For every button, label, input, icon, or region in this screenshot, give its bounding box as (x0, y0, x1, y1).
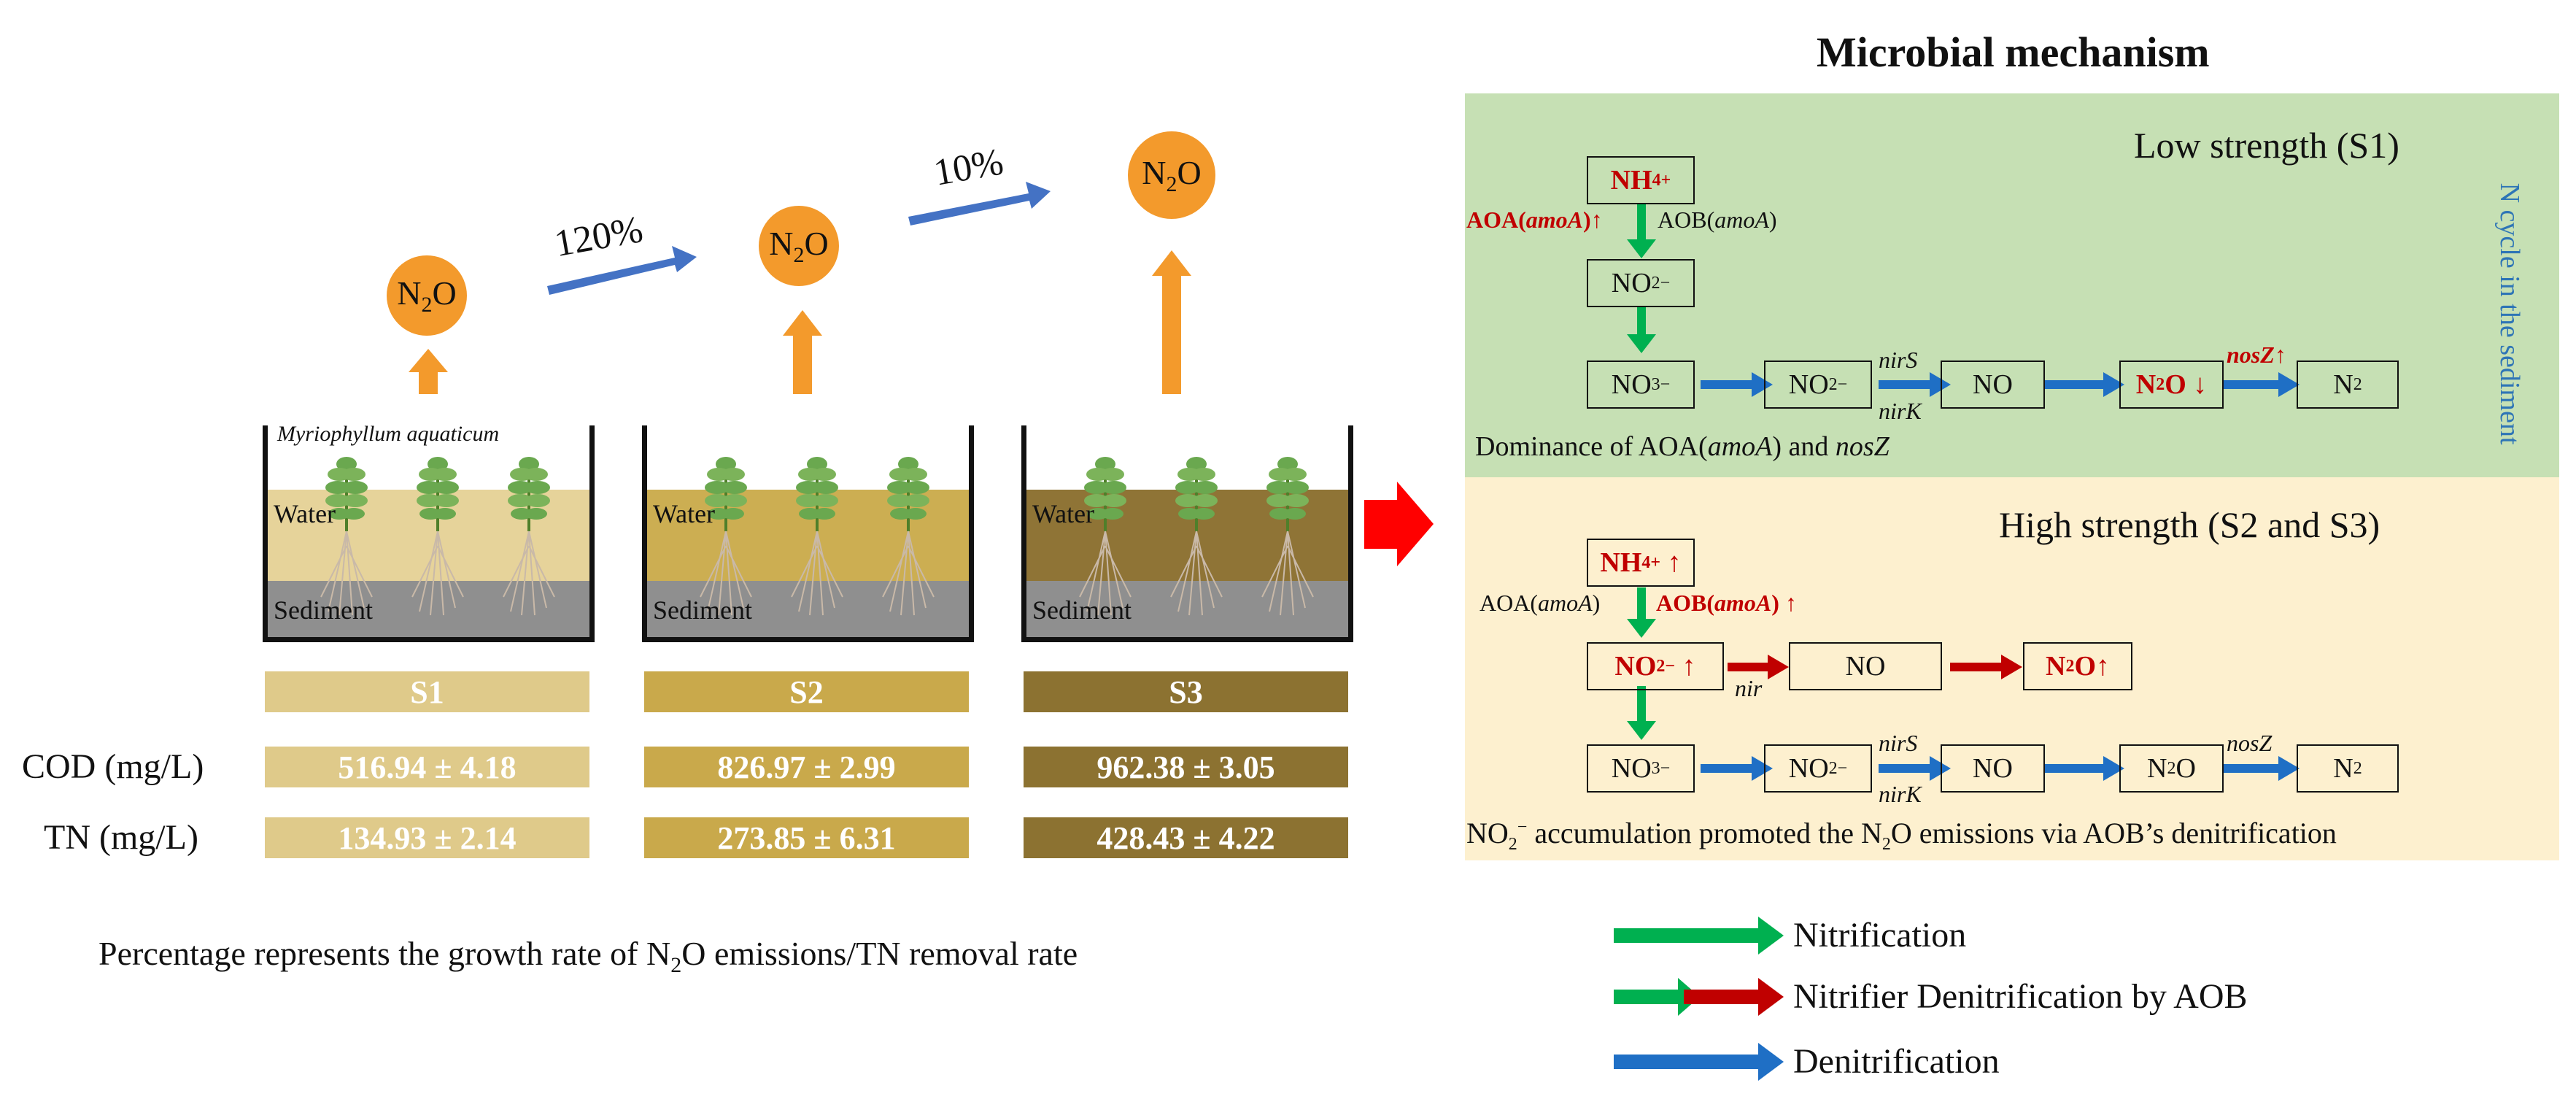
nirS-label-high: nirS (1879, 730, 1918, 756)
tn-label: TN (mg/L) (44, 818, 198, 857)
plant (790, 455, 844, 617)
nirS-label-low: nirS (1879, 347, 1918, 373)
plant (699, 455, 753, 617)
cod-label: COD (mg/L) (22, 747, 204, 786)
legend-blue-arrow (1614, 1043, 1784, 1081)
green-arrows-high (1627, 587, 1656, 740)
blue-arrow-1 (547, 246, 697, 295)
legend-green-red-arrow-red (1684, 978, 1784, 1016)
n2o-label: N2O (397, 274, 457, 317)
legend-arrows (1614, 917, 1784, 1081)
legend-denitrification: Denitrification (1793, 1042, 2000, 1081)
plant (502, 455, 556, 617)
n2o-bubble-s2: N2O (759, 206, 839, 286)
blue-arrows-low (1701, 372, 2300, 397)
legend-green-arrow (1614, 917, 1784, 955)
n2o-label: N2O (1142, 153, 1202, 197)
caption: Percentage represents the growth rate of… (98, 935, 1078, 978)
stage-s1: S1 (265, 671, 589, 712)
sediment-layer (647, 581, 969, 637)
legend-green-red-arrow-green (1614, 978, 1700, 1016)
sediment-label-s1: Sediment (274, 595, 373, 625)
water-label-s3: Water (1032, 499, 1095, 528)
nosZ-label-high: nosZ (2227, 730, 2273, 756)
species-label: Myriophyllum aquaticum (277, 422, 500, 446)
mechanism-title: Microbial mechanism (1817, 28, 2210, 76)
stage-s2: S2 (644, 671, 969, 712)
emission-arrows (409, 182, 1191, 394)
sediment-label-s3: Sediment (1032, 595, 1132, 625)
nosZ-label-low: nosZ↑ (2227, 342, 2286, 368)
cod-value-s2: 826.97 ± 2.99 (644, 747, 969, 787)
orange-up-arrow-s1 (409, 349, 448, 394)
pathway-arrows (1627, 204, 2300, 781)
blue-arrow-2 (908, 182, 1051, 225)
aoa-label-high: AOA(amoA) (1480, 590, 1601, 616)
plants (320, 455, 1315, 617)
high-strength-title: High strength (S2 and S3) (1999, 504, 2380, 545)
stage-s3: S3 (1024, 671, 1348, 712)
sediment-label-s2: Sediment (653, 595, 752, 625)
dominance-note: Dominance of AOA(amoA) and nosZ (1475, 431, 1890, 462)
green-arrows-low (1627, 204, 1656, 353)
tn-value-s2: 273.85 ± 6.31 (644, 817, 969, 858)
orange-up-arrow-s3 (1152, 250, 1191, 394)
accumulation-note: NO2− accumulation promoted the N2O emiss… (1466, 817, 2337, 854)
aoa-label-low: AOA(amoA)↑ (1466, 207, 1603, 233)
tn-value-s1: 134.93 ± 2.14 (265, 817, 589, 858)
plant (320, 455, 374, 617)
nirK-label-low: nirK (1879, 398, 1922, 424)
plant (1261, 455, 1315, 617)
tn-value-s3: 428.43 ± 4.22 (1024, 817, 1348, 858)
legend-nitrification: Nitrification (1793, 916, 1967, 955)
plant (411, 455, 465, 617)
n2o-label: N2O (769, 224, 829, 268)
no-box-low: NO (1941, 361, 2045, 409)
plant (881, 455, 935, 617)
sediment-layer (1026, 581, 1348, 637)
low-strength-title: Low strength (S1) (2134, 125, 2399, 166)
plant (1078, 455, 1132, 617)
red-transition-arrow (1364, 482, 1434, 566)
no-box-high: NO (1789, 642, 1942, 690)
plant (1169, 455, 1223, 617)
water-label-s1: Water (274, 499, 336, 528)
nirK-label-high: nirK (1879, 781, 1922, 807)
sediment-layer (268, 581, 589, 637)
no-box-high-2: NO (1941, 744, 2045, 793)
nir-label-high: nir (1735, 675, 1763, 701)
aob-label-low: AOB(amoA) (1658, 207, 1777, 233)
legend-nitrifier-denitrification: Nitrifier Denitrification by AOB (1793, 977, 2248, 1016)
water-label-s2: Water (653, 499, 716, 528)
red-arrows-high (1728, 655, 2022, 679)
orange-up-arrow-s2 (783, 310, 822, 394)
cod-value-s3: 962.38 ± 3.05 (1024, 747, 1348, 787)
n2o-bubble-s1: N2O (387, 255, 467, 336)
n2o-bubble-s3: N2O (1128, 131, 1215, 219)
cod-value-s1: 516.94 ± 4.18 (265, 747, 589, 787)
blue-arrows-high (1701, 756, 2300, 781)
aob-label-high: AOB(amoA) ↑ (1656, 590, 1797, 616)
